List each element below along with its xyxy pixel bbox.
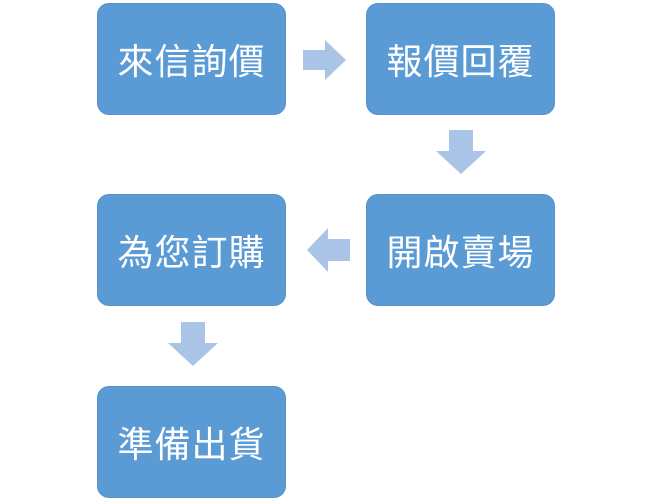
step-order: 為您訂購 <box>97 194 286 306</box>
arrow-left-icon <box>307 228 350 272</box>
step-open-store-label: 開啟賣場 <box>386 233 535 274</box>
step-order-label: 為您訂購 <box>117 233 266 274</box>
step-inquiry-label: 來信詢價 <box>117 42 266 83</box>
arrow-down-icon <box>168 322 218 366</box>
arrow-down-icon <box>436 130 486 174</box>
step-ship-label: 準備出貨 <box>117 425 266 466</box>
step-open-store: 開啟賣場 <box>366 194 555 306</box>
arrow-right-icon <box>303 40 346 80</box>
step-inquiry: 來信詢價 <box>97 3 286 115</box>
step-quote-reply: 報價回覆 <box>366 3 555 115</box>
step-ship: 準備出貨 <box>97 386 286 498</box>
step-quote-reply-label: 報價回覆 <box>386 42 535 83</box>
